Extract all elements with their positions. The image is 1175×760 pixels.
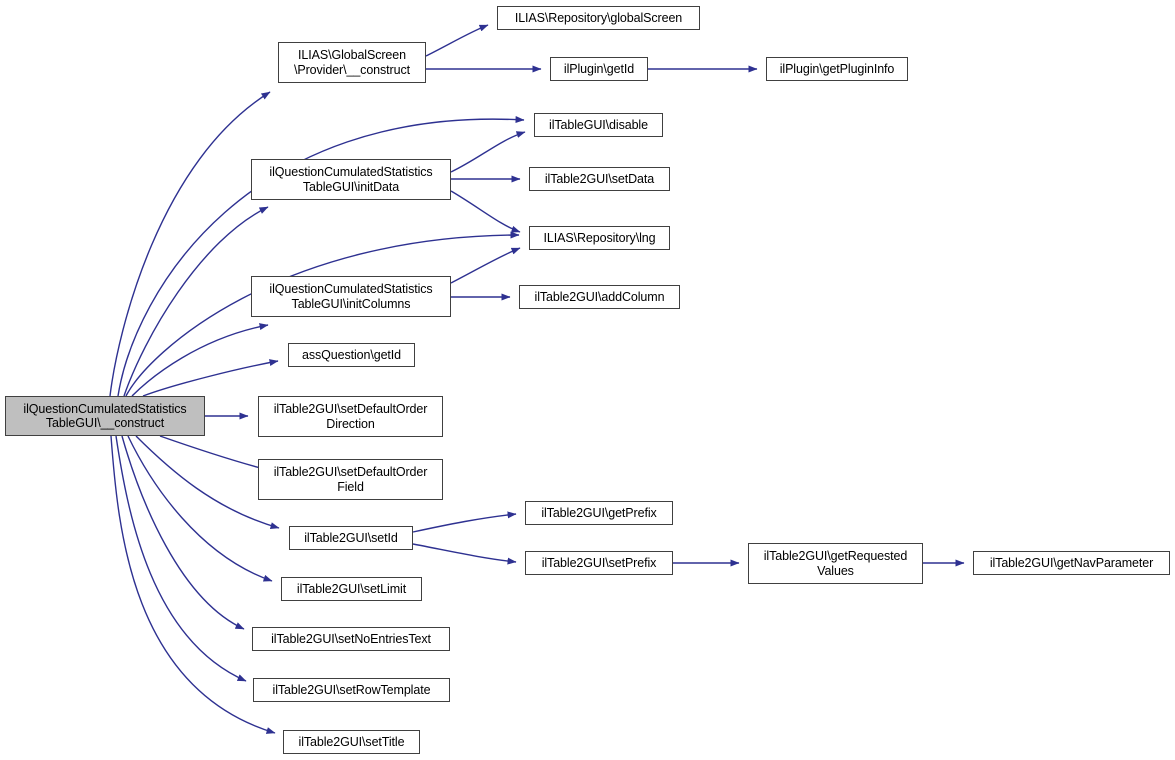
node-iltable2gui_addcolumn[interactable]: ilTable2GUI\addColumn <box>519 285 680 309</box>
node-ilplugin_getplugininfo[interactable]: ilPlugin\getPluginInfo <box>766 57 908 81</box>
node-label: ilTable2GUI\addColumn <box>534 289 665 304</box>
node-setdefaultorderdirection[interactable]: ilTable2GUI\setDefaultOrder Direction <box>258 396 443 437</box>
node-iltable2gui_setprefix[interactable]: ilTable2GUI\setPrefix <box>525 551 673 575</box>
node-assquestion_getid[interactable]: assQuestion\getId <box>288 343 415 367</box>
edge-construct-to-setrowtemplate <box>115 435 247 682</box>
node-repository_globalscreen[interactable]: ILIAS\Repository\globalScreen <box>497 6 700 30</box>
node-setdefaultorderfield[interactable]: ilTable2GUI\setDefaultOrder Field <box>258 459 443 500</box>
edge-construct-to-globalscreen-provider <box>109 91 271 397</box>
node-repository_lng[interactable]: ILIAS\Repository\lng <box>529 226 670 250</box>
edge-setid-to-setprefix <box>412 543 517 565</box>
node-label: ilTable2GUI\setTitle <box>298 734 405 749</box>
node-iltable2gui_setrowtemplate[interactable]: ilTable2GUI\setRowTemplate <box>253 678 450 702</box>
node-label: ILIAS\GlobalScreen \Provider\__construct <box>293 48 410 77</box>
node-iltable2gui_settitle[interactable]: ilTable2GUI\setTitle <box>283 730 420 754</box>
node-label: ilQuestionCumulatedStatistics TableGUI\_… <box>23 401 187 431</box>
node-label: ilTable2GUI\setDefaultOrder Direction <box>273 402 428 431</box>
node-iltable2gui_getrequestedvalues[interactable]: ilTable2GUI\getRequested Values <box>748 543 923 584</box>
node-initcolumns[interactable]: ilQuestionCumulatedStatistics TableGUI\i… <box>251 276 451 317</box>
node-initdata[interactable]: ilQuestionCumulatedStatistics TableGUI\i… <box>251 159 451 200</box>
node-iltable2gui_setdata[interactable]: ilTable2GUI\setData <box>529 167 670 191</box>
edge-construct-to-initdata <box>123 206 269 397</box>
edge-setid-to-getprefix <box>412 511 517 533</box>
node-label: ilQuestionCumulatedStatistics TableGUI\i… <box>269 165 433 194</box>
edge-globalscreen-to-repository-globalscreen <box>425 24 489 57</box>
node-label: ilTable2GUI\getNavParameter <box>989 555 1154 570</box>
node-label: ilTable2GUI\setPrefix <box>541 555 657 570</box>
node-iltable2gui_getnavparameter[interactable]: ilTable2GUI\getNavParameter <box>973 551 1170 575</box>
node-label: ilPlugin\getId <box>563 61 635 76</box>
edge-construct-to-setnoentriestext <box>121 435 245 630</box>
node-label: ilTable2GUI\setDefaultOrder Field <box>273 465 428 494</box>
node-label: ilTable2GUI\setRowTemplate <box>272 682 431 697</box>
edge-initdata-to-iltablegui-disable <box>450 131 526 173</box>
edge-construct-to-initcolumns <box>131 323 269 397</box>
edge-construct-to-assquestion-getid <box>142 359 279 397</box>
edge-construct-to-setlimit <box>127 435 273 582</box>
node-ilplugin_getid[interactable]: ilPlugin\getId <box>550 57 648 81</box>
node-label: ilTable2GUI\setLimit <box>296 581 407 596</box>
node-iltable2gui_setnoentriestext[interactable]: ilTable2GUI\setNoEntriesText <box>252 627 450 651</box>
node-construct[interactable]: ilQuestionCumulatedStatistics TableGUI\_… <box>5 396 205 436</box>
node-label: ILIAS\Repository\globalScreen <box>514 10 683 25</box>
edge-initcolumns-to-repository-lng <box>450 247 521 284</box>
node-label: ilTable2GUI\setData <box>544 171 655 186</box>
edge-initdata-to-repository-lng <box>450 190 521 233</box>
node-label: ilQuestionCumulatedStatistics TableGUI\i… <box>269 282 433 311</box>
node-iltable2gui_getprefix[interactable]: ilTable2GUI\getPrefix <box>525 501 673 525</box>
node-label: ilPlugin\getPluginInfo <box>779 61 895 76</box>
edge-construct-to-settitle <box>110 435 276 734</box>
node-iltable2gui_setid[interactable]: ilTable2GUI\setId <box>289 526 413 550</box>
node-label: ILIAS\Repository\lng <box>543 230 656 245</box>
node-label: ilTable2GUI\getPrefix <box>541 505 657 520</box>
node-iltable2gui_setlimit[interactable]: ilTable2GUI\setLimit <box>281 577 422 601</box>
node-label: ilTable2GUI\getRequested Values <box>763 549 908 578</box>
node-label: assQuestion\getId <box>301 347 402 362</box>
node-label: ilTable2GUI\setId <box>304 530 398 545</box>
node-label: ilTableGUI\disable <box>549 117 648 132</box>
edge-construct-to-setdefaultorderfield <box>159 435 273 473</box>
node-label: ilTable2GUI\setNoEntriesText <box>271 631 431 646</box>
node-globalscreen_provider_construct[interactable]: ILIAS\GlobalScreen \Provider\__construct <box>278 42 426 83</box>
node-iltablegui_disable[interactable]: ilTableGUI\disable <box>534 113 663 137</box>
